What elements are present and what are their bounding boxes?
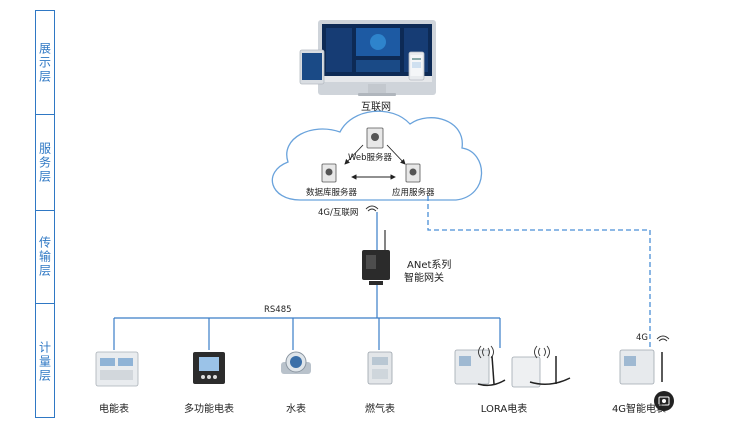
bus-label: RS485: [264, 305, 292, 315]
layer-display-label: 展示层: [37, 41, 52, 84]
meter-icon-water: [281, 351, 311, 374]
device-label: 燃气表: [365, 404, 395, 415]
wifi-icon: [534, 345, 550, 359]
db-server-icon: [321, 163, 337, 183]
web-server-label: Web服务器: [348, 153, 393, 163]
gateway-icon: [362, 230, 390, 285]
layer-transport-label: 传输层: [37, 236, 52, 278]
wifi-icon: [478, 345, 494, 359]
image-badge-icon[interactable]: [654, 391, 674, 411]
wifi-icon: [656, 335, 670, 342]
meter-icon-energy: [95, 351, 139, 387]
gateway-label-line1: ANet系列: [407, 260, 452, 271]
tablet-icon: [299, 49, 325, 85]
device-label: LORA电表: [480, 404, 528, 415]
device-label: 电能表: [99, 404, 129, 415]
meter-icon-gas: [367, 351, 393, 385]
device-label: 4G智能电表: [611, 404, 667, 415]
layer-column: 展示层 服务层 传输层 计量层: [35, 10, 55, 418]
fourg-dashed-link: [427, 196, 651, 348]
layer-transport: 传输层: [36, 211, 54, 304]
meter-icon-4g: [619, 349, 663, 385]
fourg-label: 4G: [636, 333, 648, 343]
meter-icon-lora-a: [454, 349, 506, 387]
gateway-label-line2: 智能网关: [404, 273, 444, 284]
app-server-label: 应用服务器: [392, 188, 435, 198]
device-label: 多功能电表: [184, 404, 234, 415]
network-label: 4G/互联网: [318, 208, 359, 218]
meter-icon-lora-b: [511, 356, 571, 388]
layer-metering: 计量层: [36, 304, 54, 419]
layer-service-label: 服务层: [37, 141, 52, 184]
layer-service: 服务层: [36, 115, 54, 211]
db-server-label: 数据库服务器: [306, 188, 358, 198]
app-server-icon: [405, 163, 421, 183]
layer-display: 展示层: [36, 11, 54, 115]
internet-label: 互联网: [361, 102, 391, 113]
phone-icon: [408, 51, 425, 81]
web-server-icon: [366, 127, 384, 149]
wifi-icon: [365, 205, 379, 212]
device-label: 水表: [286, 404, 306, 415]
meter-icon-multifunction: [193, 352, 225, 384]
layer-metering-label: 计量层: [37, 340, 52, 383]
